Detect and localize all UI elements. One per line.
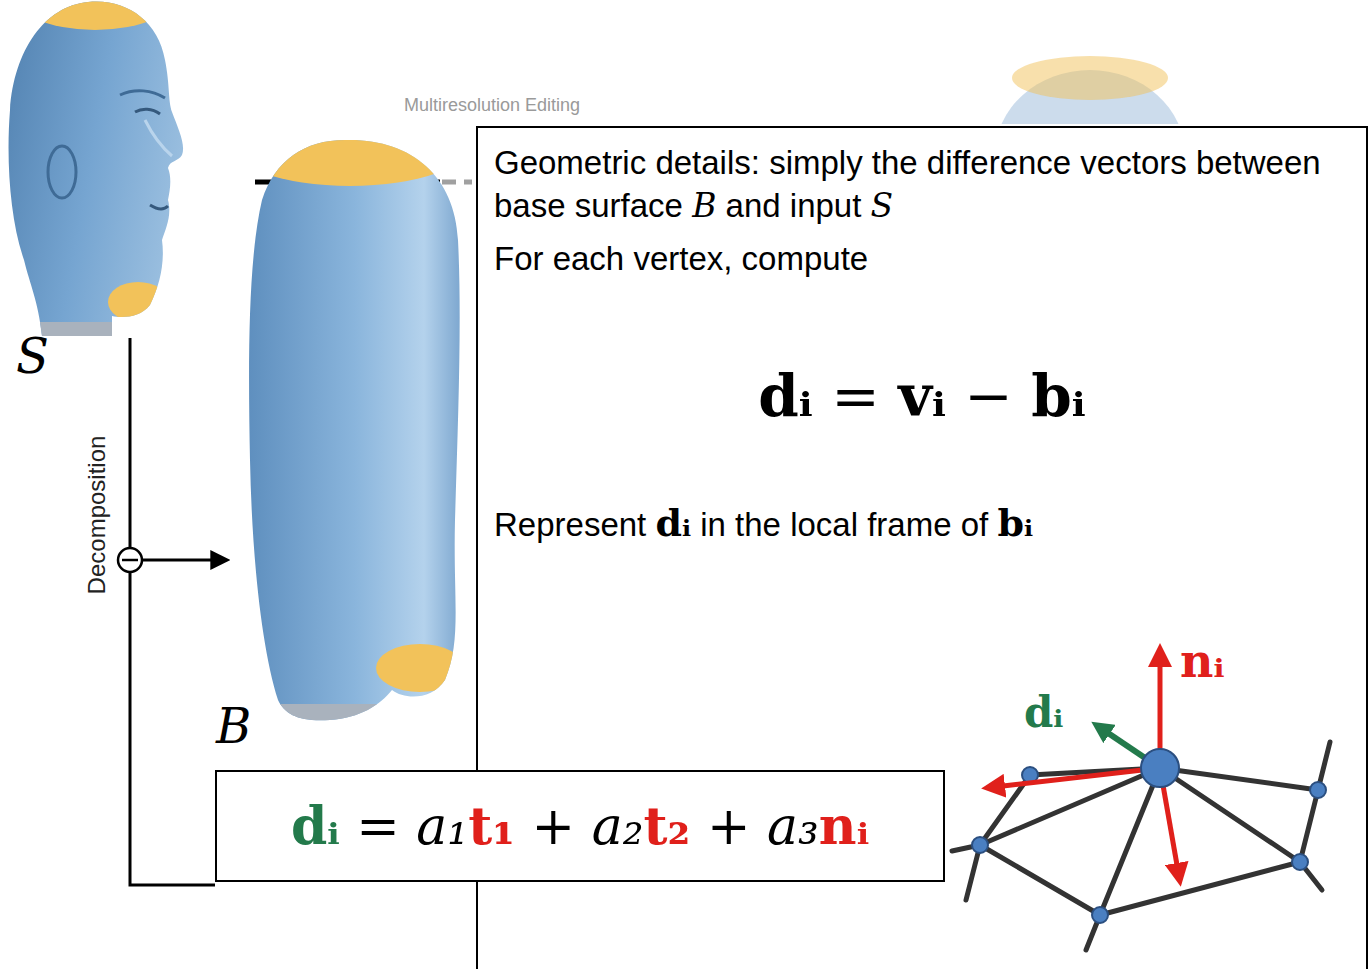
surface-label: S [16, 330, 49, 383]
minus-node [118, 548, 142, 572]
dashed-link-fade [442, 180, 472, 185]
panel-text: For each vertex, compute [494, 238, 1350, 281]
input-head [0, 0, 200, 342]
faded-title: Multiresolution Editing [404, 96, 580, 116]
frame-formula-box: dᵢ = a₁t₁ + a₂t₂ + a₃nᵢ [215, 770, 945, 882]
decomposition-trunk [130, 338, 215, 885]
base-head [225, 94, 475, 734]
difference-formula: dᵢ = vᵢ − bᵢ [494, 359, 1350, 434]
panel-heading: Geometric details: simply the difference… [494, 142, 1350, 228]
edited-head-faded [995, 56, 1185, 124]
detail-vector-label: dᵢ [1024, 690, 1063, 736]
local-mesh [952, 742, 1330, 950]
mesh-vertices [972, 767, 1326, 923]
frame-formula: dᵢ = a₁t₁ + a₂t₂ + a₃nᵢ [291, 792, 869, 861]
step-label: Decomposition [84, 436, 110, 595]
normal-label: nᵢ [1180, 636, 1224, 687]
surface-label: B [216, 700, 251, 753]
center-vertex [1141, 749, 1179, 787]
minus-sign [122, 559, 138, 562]
panel-text: Represent dᵢ in the local frame of bᵢ [494, 498, 1350, 547]
decomposition-arrow [143, 559, 212, 562]
